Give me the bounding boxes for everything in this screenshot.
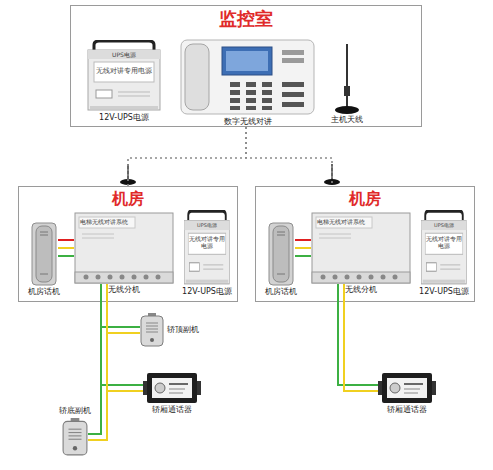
wire-stroke [101, 284, 140, 327]
antenna [120, 164, 136, 185]
wire-stroke [344, 284, 378, 391]
wire-stroke [246, 127, 332, 186]
device-label: 轿厢通话器 [387, 405, 427, 415]
device-text: UPS电源 [422, 223, 466, 229]
device-label: 无线分机 [345, 285, 377, 295]
wire-stroke [128, 127, 246, 186]
device-text: 电梯无线对讲系统 [313, 219, 369, 226]
room-title: 机房 [19, 190, 237, 208]
device-text: UPS电源 [185, 223, 229, 229]
device-text: 无线对讲专用电源 [189, 236, 225, 249]
device-label: 12V-UPS电源 [182, 287, 232, 297]
device-node: 轿顶副机 [140, 313, 164, 347]
device-label: 12V-UPS电源 [419, 287, 469, 297]
wire-stroke [107, 284, 143, 391]
cable-connector [295, 240, 311, 256]
device-label: 数字无线对讲 [224, 117, 272, 127]
wire-stroke [295, 255, 311, 257]
device-text: UPS电源 [94, 52, 154, 59]
device-label: 机房话机 [265, 287, 297, 297]
wire-stroke [58, 239, 74, 241]
device-node: 数字无线对讲 [180, 38, 315, 116]
wire-stroke [295, 247, 311, 249]
desk-phone [181, 40, 314, 114]
cable-connector [338, 284, 378, 391]
device-label: 轿顶副机 [167, 325, 199, 335]
device-node: 机房话机 [267, 222, 295, 286]
wire-stroke [107, 284, 140, 333]
device-label: 12V-UPS电源 [99, 113, 149, 123]
device-text: 无线对讲专用电源 [426, 236, 462, 249]
device-node: 机房话机 [30, 222, 58, 286]
cable-connector [58, 240, 74, 256]
room-title: 机房 [256, 190, 474, 208]
wire-stroke [101, 284, 143, 385]
wire-stroke [88, 284, 107, 440]
antenna [335, 44, 359, 114]
cable-connector [101, 284, 143, 391]
device-text: 电梯无线对讲系统 [76, 219, 132, 226]
wireless-link [246, 127, 332, 186]
device-node: 主机天线 [330, 42, 364, 114]
wire-stroke [295, 239, 311, 241]
room-title: 监控室 [71, 9, 421, 29]
wireless-link [128, 127, 246, 186]
device-node: 轿厢通话器 [378, 372, 436, 404]
device-node: 轿底副机 [62, 418, 88, 456]
device-label: 主机天线 [331, 115, 363, 125]
device-node: 轿厢通话器 [143, 372, 201, 404]
device-label: 轿底副机 [59, 406, 91, 416]
antenna [324, 164, 340, 185]
wire-stroke [58, 255, 74, 257]
cable-connector [88, 284, 107, 440]
wire-stroke [338, 284, 378, 385]
device-label: 无线分机 [108, 285, 140, 295]
device-text: 无线对讲专用电源 [94, 68, 154, 76]
device-label: 轿厢通话器 [152, 405, 192, 415]
device-label: 机房话机 [28, 287, 60, 297]
cable-connector [101, 284, 140, 333]
wire-stroke [58, 247, 74, 249]
room-box: 监控室12V-UPS电源数字无线对讲主机天线 [70, 5, 422, 127]
